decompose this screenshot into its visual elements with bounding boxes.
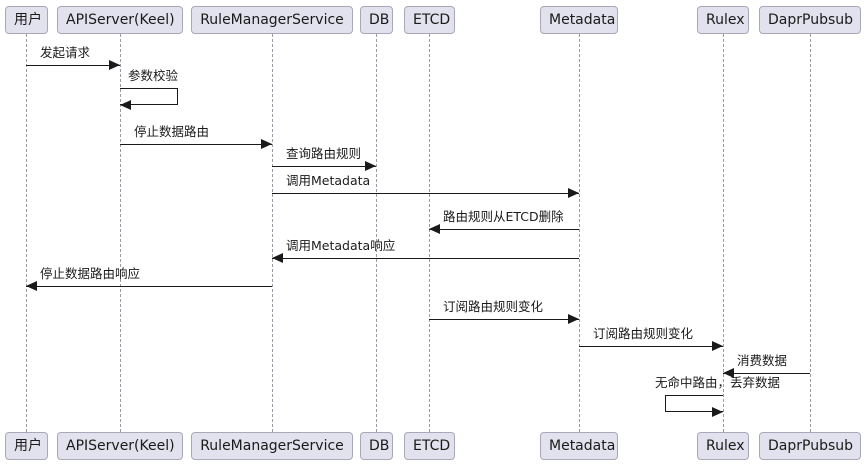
- message-label-10: 消费数据: [737, 353, 788, 368]
- arrowhead-3: [365, 161, 376, 171]
- message-selfloop-11: [665, 395, 723, 412]
- message-line-2: [120, 144, 272, 145]
- message-line-10: [723, 373, 810, 374]
- message-label-5: 路由规则从ETCD删除: [443, 209, 564, 224]
- message-label-6: 调用Metadata响应: [286, 238, 396, 253]
- participant-footer-etcd[interactable]: ETCD: [404, 432, 455, 460]
- participant-footer-rulemgr[interactable]: RuleManagerService: [191, 432, 353, 460]
- message-line-0: [26, 65, 120, 66]
- arrowhead-9: [712, 341, 723, 351]
- arrowhead-1: [120, 100, 131, 110]
- participant-header-rulemgr[interactable]: RuleManagerService: [191, 6, 353, 34]
- arrowhead-0: [109, 60, 120, 70]
- arrowhead-2: [261, 139, 272, 149]
- arrowhead-10: [723, 368, 734, 378]
- participant-header-etcd[interactable]: ETCD: [404, 6, 455, 34]
- lifeline-rulex: [723, 34, 724, 432]
- arrowhead-4: [568, 188, 579, 198]
- participant-footer-apiserver[interactable]: APIServer(Keel): [57, 432, 183, 460]
- message-label-4: 调用Metadata: [286, 173, 371, 188]
- arrowhead-6: [272, 253, 283, 263]
- arrowhead-11: [712, 407, 723, 417]
- lifeline-rulemgr: [272, 34, 273, 432]
- message-selfloop-1: [120, 88, 178, 105]
- message-label-9: 订阅路由规则变化: [593, 326, 694, 341]
- participant-header-rulex[interactable]: Rulex: [697, 6, 749, 34]
- lifeline-apiserver: [120, 34, 121, 432]
- participant-footer-dapr[interactable]: DaprPubsub: [759, 432, 861, 460]
- message-label-0: 发起请求: [40, 45, 91, 60]
- message-label-7: 停止数据路由响应: [40, 266, 141, 281]
- message-label-3: 查询路由规则: [286, 146, 362, 161]
- arrowhead-7: [26, 281, 37, 291]
- lifeline-metadata: [579, 34, 580, 432]
- message-label-1: 参数校验: [128, 68, 179, 83]
- participant-header-metadata[interactable]: Metadata: [540, 6, 618, 34]
- message-label-2: 停止数据路由: [134, 124, 210, 139]
- message-line-9: [579, 346, 723, 347]
- arrowhead-5: [429, 224, 440, 234]
- message-line-7: [26, 286, 272, 287]
- participant-footer-metadata[interactable]: Metadata: [540, 432, 618, 460]
- message-line-8: [429, 319, 579, 320]
- arrowhead-8: [568, 314, 579, 324]
- lifeline-db: [376, 34, 377, 432]
- lifeline-user: [26, 34, 27, 432]
- message-line-6: [272, 258, 579, 259]
- participant-footer-db[interactable]: DB: [360, 432, 393, 460]
- message-line-4: [272, 193, 579, 194]
- message-line-5: [429, 229, 579, 230]
- participant-header-user[interactable]: 用户: [5, 6, 48, 34]
- message-label-11: 无命中路由，丢弃数据: [655, 375, 781, 390]
- participant-header-apiserver[interactable]: APIServer(Keel): [57, 6, 183, 34]
- participant-header-db[interactable]: DB: [360, 6, 393, 34]
- lifeline-dapr: [810, 34, 811, 432]
- message-line-3: [272, 166, 376, 167]
- participant-footer-user[interactable]: 用户: [5, 432, 48, 460]
- participant-header-dapr[interactable]: DaprPubsub: [759, 6, 861, 34]
- message-label-8: 订阅路由规则变化: [443, 299, 544, 314]
- participant-footer-rulex[interactable]: Rulex: [697, 432, 749, 460]
